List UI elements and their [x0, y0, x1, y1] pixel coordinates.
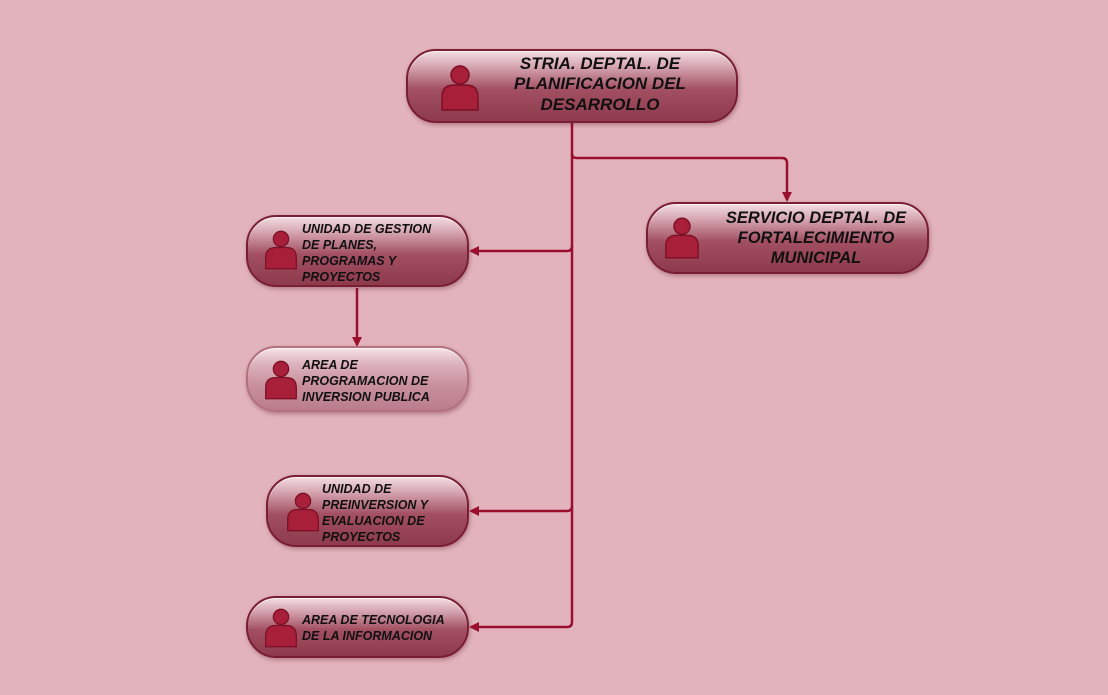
node-servicio-fortalecimiento-municipal[interactable]: SERVICIO DEPTAL. DE FORTALECIMIENTO MUNI… [646, 202, 929, 274]
node-label: AREA DE TECNOLOGIA DE LA INFORMACION [302, 613, 445, 643]
node-area-tecnologia-informacion[interactable]: AREA DE TECNOLOGIA DE LA INFORMACION [246, 596, 469, 658]
node-label: STRIA. DEPTAL. DE PLANIFICACION DEL DESA… [514, 54, 686, 114]
node-label: AREA DE PROGRAMACION DE INVERSION PUBLIC… [302, 358, 430, 404]
connector-to-gestion [469, 245, 574, 256]
node-unidad-gestion-planes[interactable]: UNIDAD DE GESTION DE PLANES, PROGRAMAS Y… [246, 215, 469, 287]
trunk-line [566, 122, 574, 629]
node-area-programacion-inversion[interactable]: AREA DE PROGRAMACION DE INVERSION PUBLIC… [246, 346, 469, 412]
person-icon [287, 492, 319, 532]
person-icon [441, 65, 479, 111]
node-label: SERVICIO DEPTAL. DE FORTALECIMIENTO MUNI… [725, 209, 907, 267]
node-label: UNIDAD DE PREINVERSION Y EVALUACION DE P… [322, 482, 429, 544]
node-stria-deptal-planificacion[interactable]: STRIA. DEPTAL. DE PLANIFICACION DEL DESA… [406, 49, 738, 123]
node-label: UNIDAD DE GESTION DE PLANES, PROGRAMAS Y… [302, 222, 432, 284]
connector-to-servicio [570, 153, 792, 202]
person-icon [265, 608, 297, 648]
person-icon [265, 230, 297, 270]
person-icon [665, 217, 699, 259]
connector-to-preinversion [469, 505, 574, 516]
person-icon [265, 360, 297, 400]
node-unidad-preinversion-evaluacion[interactable]: UNIDAD DE PREINVERSION Y EVALUACION DE P… [266, 475, 469, 547]
